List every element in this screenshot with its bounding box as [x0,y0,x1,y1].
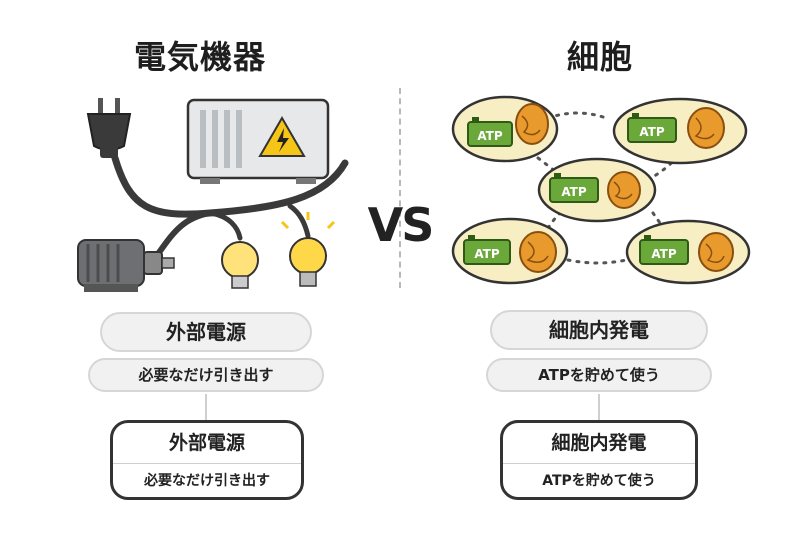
power-box-icon [186,98,330,184]
electric-appliances-illustration [77,98,349,292]
svg-text:ATP: ATP [651,247,677,261]
cell-2: ATP [612,97,748,165]
mitochondria-icon [515,103,549,145]
cell-1: ATP [451,95,559,163]
motor-icon [77,239,175,292]
mitochondria-icon [687,107,725,149]
atp-battery-icon: ATP [639,235,689,265]
plug-icon [86,98,132,158]
svg-text:ATP: ATP [561,185,587,199]
left-card-title: 外部電源 [113,423,301,464]
right-card-title: 細胞内発電 [503,423,695,464]
cell-4: ATP [451,217,569,285]
mitochondria-icon [607,171,641,209]
left-card-desc: 必要なだけ引き出す [144,473,270,489]
atp-battery-icon: ATP [467,117,513,147]
atp-battery-icon: ATP [463,235,511,265]
right-source-pill: 細胞内発電 [490,310,708,350]
glowing-bulb-icon [280,212,336,287]
right-title: 細胞 [566,38,633,76]
svg-text:ATP: ATP [477,129,503,143]
svg-text:ATP: ATP [474,247,500,261]
light-bulb-icon [221,241,259,289]
right-card-desc: ATPを貯めて使う [542,473,656,489]
center-divider [399,88,401,288]
left-title: 電気機器 [133,38,266,76]
cell-5: ATP [625,219,751,285]
svg-text:ATP: ATP [639,125,665,139]
left-connector [205,394,207,420]
vs-label: VS [367,198,435,252]
atp-battery-icon: ATP [549,173,599,203]
atp-battery-icon: ATP [627,113,677,143]
left-source-pill: 外部電源 [100,312,312,352]
mitochondria-icon [519,231,557,273]
right-summary-card: 細胞内発電 ATPを貯めて使う [500,420,698,500]
mitochondria-icon [698,232,734,272]
right-connector [598,394,600,420]
left-method-pill: 必要なだけ引き出す [88,358,324,392]
right-method-pill: ATPを貯めて使う [486,358,712,392]
left-summary-card: 外部電源 必要なだけ引き出す [110,420,304,500]
cell-3: ATP [537,157,657,223]
